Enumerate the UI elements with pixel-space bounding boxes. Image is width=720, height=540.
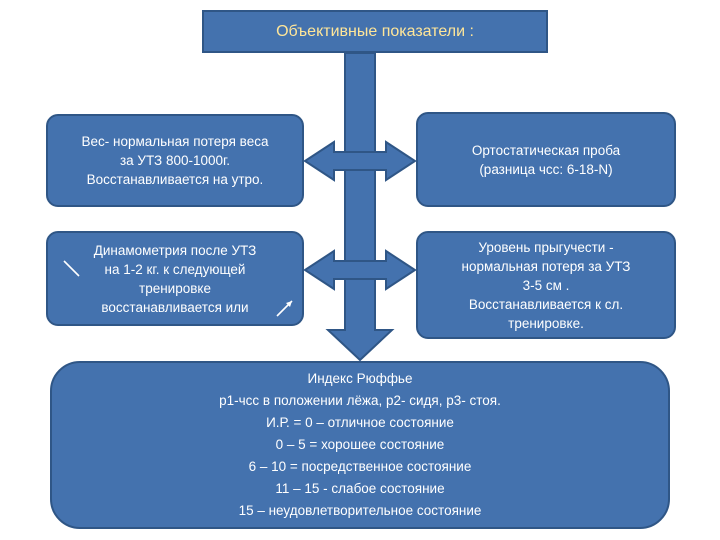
lower-double-arrow [303, 249, 417, 291]
ruffier-index-box: Индекс Рюффье р1-чсс в положении лёжа, р… [50, 361, 670, 529]
dynamometry-box: Динамометрия после УТЗ на 1-2 кг. к след… [46, 231, 304, 326]
jump-line: Уровень прыгучести - [478, 239, 614, 255]
jump-line: тренировке. [508, 315, 584, 331]
up-right-arrow-icon [276, 300, 293, 317]
vertical-arrow [325, 52, 395, 362]
weight-box: Вес- нормальная потеря веса за УТЗ 800-1… [46, 114, 304, 207]
dyn-line: восстанавливается или [101, 299, 249, 315]
dyn-line: на 1-2 кг. к следующей [104, 261, 246, 277]
ruffier-line: 6 – 10 = посредственное состояние [248, 459, 472, 474]
ruffier-line: 0 – 5 = хорошее состояние [275, 437, 445, 452]
title-text: Объективные показатели : [276, 23, 474, 40]
ruffier-line: И.Р. = 0 – отличное состояние [266, 415, 454, 430]
ortho-line: (разница чсс: 6-18-N) [479, 161, 613, 177]
orthostatic-box: Ортостатическая проба (разница чсс: 6-18… [416, 112, 676, 207]
upper-double-arrow [303, 140, 417, 182]
down-right-arrow-icon [63, 260, 80, 277]
jump-line: нормальная потеря за УТЗ [461, 258, 631, 274]
title-box: Объективные показатели : [202, 10, 548, 53]
ruffier-line: Индекс Рюффье [307, 371, 413, 386]
ortho-line: Ортостатическая проба [471, 142, 621, 158]
dyn-line: тренировке [139, 280, 211, 296]
dyn-line: Динамометрия после УТЗ [93, 242, 257, 258]
weight-line: Вес- нормальная потеря веса [81, 134, 269, 149]
jump-line: Восстанавливается к сл. [468, 296, 624, 312]
ruffier-line: 15 – неудовлетворительное состояние [238, 503, 482, 518]
ruffier-line: р1-чсс в положении лёжа, р2- сидя, р3- с… [219, 393, 501, 408]
jump-level-box: Уровень прыгучести - нормальная потеря з… [416, 231, 676, 339]
ruffier-line: 11 – 15 - слабое состояние [275, 481, 445, 496]
weight-line: Восстанавливается на утро. [86, 172, 264, 187]
weight-line: за УТЗ 800-1000г. [119, 153, 231, 168]
jump-line: 3-5 см . [522, 277, 570, 293]
